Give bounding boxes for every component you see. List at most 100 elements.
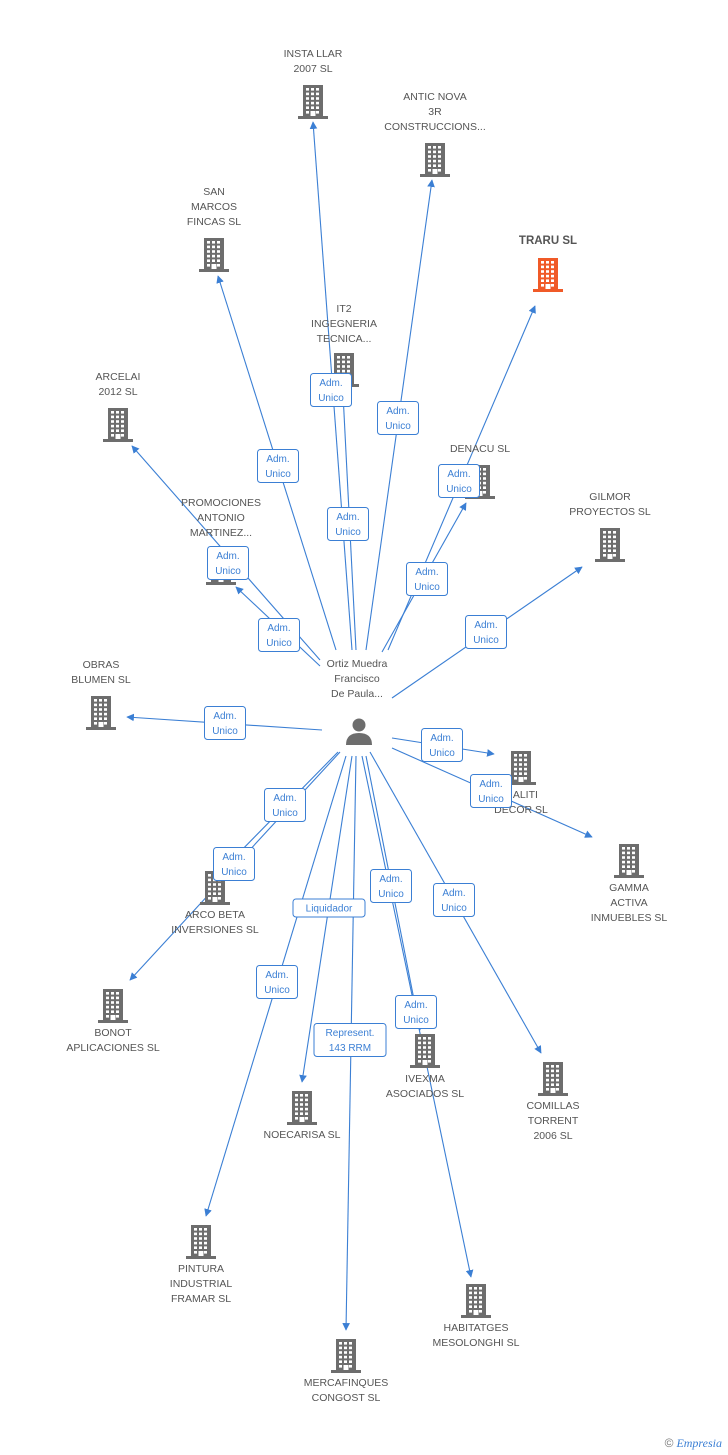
relation-text-line: Adm. — [336, 512, 359, 523]
building-icon[interactable] — [506, 751, 536, 785]
relation-label-it2[interactable]: Adm. Unico — [327, 507, 369, 541]
building-icon[interactable] — [461, 1284, 491, 1318]
company-label-denacu[interactable]: DENACU SL — [450, 443, 510, 455]
building-icon[interactable] — [298, 85, 328, 119]
relation-text-line: Unico — [335, 527, 361, 538]
relation-label-mercafinques[interactable]: Represent.143 RRM — [313, 1023, 387, 1057]
building-icon[interactable] — [86, 696, 116, 730]
person-icon[interactable] — [346, 718, 372, 746]
relation-label-insta[interactable]: Adm.Unico — [310, 373, 352, 407]
brand-logo: Empresia — [676, 1436, 722, 1450]
company-label-line: HABITATGES — [444, 1322, 509, 1334]
relation-text-line: Unico — [266, 638, 292, 649]
relation-text-line: Liquidador — [306, 904, 353, 915]
company-label-line: TRARU SL — [519, 235, 577, 247]
relation-label-noecarisa[interactable]: Liquidador — [292, 898, 366, 918]
relation-text: Adm.Unico — [272, 793, 298, 819]
relation-label-gamma[interactable]: Adm.Unico — [470, 774, 512, 808]
company-label-line: DENACU SL — [450, 443, 510, 455]
relation-label-aliti[interactable]: Adm.Unico — [421, 728, 463, 762]
relation-text: Represent.143 RRM — [326, 1028, 375, 1054]
building-icon[interactable] — [103, 408, 133, 442]
relation-label-traru[interactable]: Adm.Unico — [438, 464, 480, 498]
relation-label-obras[interactable]: Adm.Unico — [204, 706, 246, 740]
building-icon[interactable] — [287, 1091, 317, 1125]
building-icon[interactable] — [533, 258, 563, 292]
relation-text-line: Unico — [318, 393, 344, 404]
building-icon[interactable] — [186, 1225, 216, 1259]
company-label-line: OBRAS — [83, 659, 120, 671]
relation-label-gilmor[interactable]: Adm.Unico — [465, 615, 507, 649]
relation-label-denacu[interactable]: Adm.Unico — [406, 562, 448, 596]
relation-text: Adm.Unico — [473, 620, 499, 646]
building-icon[interactable] — [199, 238, 229, 272]
relation-text: Adm.Unico — [478, 779, 504, 805]
building-icon[interactable] — [420, 143, 450, 177]
company-label-line: ACTIVA — [610, 897, 647, 909]
building-icon[interactable] — [538, 1062, 568, 1096]
relation-label-promociones[interactable]: Adm. Unico — [258, 618, 300, 652]
relation-label-habitatges[interactable]: Adm.Unico — [395, 995, 437, 1029]
relation-label-arcobeta[interactable]: Adm.Unico — [264, 788, 306, 822]
company-label-traru[interactable]: TRARU SL — [519, 235, 577, 247]
relation-label-sanmarcos[interactable]: Adm.Unico — [257, 449, 299, 483]
relation-label-antic[interactable]: Adm.Unico — [377, 401, 419, 435]
relation-text-line: Unico — [441, 903, 467, 914]
building-icon[interactable] — [98, 989, 128, 1023]
relation-label-pintura[interactable]: Adm.Unico — [256, 965, 298, 999]
company-node-traru[interactable]: TRARU SL — [519, 235, 577, 292]
relation-label-arcelai[interactable]: Adm.Unico — [207, 546, 249, 580]
relation-label-ivexma[interactable]: Adm.Unico — [370, 869, 412, 903]
relation-text-line: Unico — [385, 421, 411, 432]
company-node-noecarisa[interactable]: NOECARISA SL — [263, 1091, 341, 1141]
relation-text-line: Adm. — [379, 874, 402, 885]
relation-text: Liquidador — [306, 904, 353, 915]
relation-text-line: Unico — [272, 808, 298, 819]
relation-text-line: Unico — [478, 794, 504, 805]
building-icon[interactable] — [331, 1339, 361, 1373]
relation-label-comillas[interactable]: Adm.Unico — [433, 883, 475, 917]
relation-text-line: Adm. — [267, 623, 290, 634]
company-label-noecarisa[interactable]: NOECARISA SL — [263, 1129, 340, 1141]
relation-label-bonot[interactable]: Adm.Unico — [213, 847, 255, 881]
building-icon[interactable] — [614, 844, 644, 878]
relation-text: Adm.Unico — [385, 406, 411, 432]
building-icon[interactable] — [410, 1034, 440, 1068]
building-icon[interactable] — [595, 528, 625, 562]
company-label-line: INGEGNERIA — [311, 318, 377, 330]
